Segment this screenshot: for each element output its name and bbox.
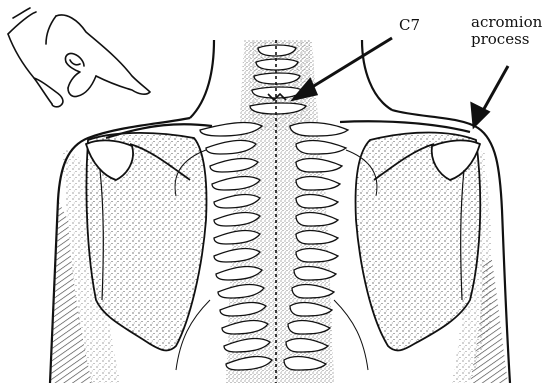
right-scapula — [356, 133, 481, 351]
c7-label: C7 — [399, 17, 420, 34]
acromion-arrow — [472, 66, 508, 126]
pointing-hand-illustration — [8, 8, 150, 107]
acromion-label-line2: process — [471, 31, 542, 48]
acromion-process-label: acromion process — [471, 14, 542, 48]
acromion-label-line1: acromion — [471, 14, 542, 31]
